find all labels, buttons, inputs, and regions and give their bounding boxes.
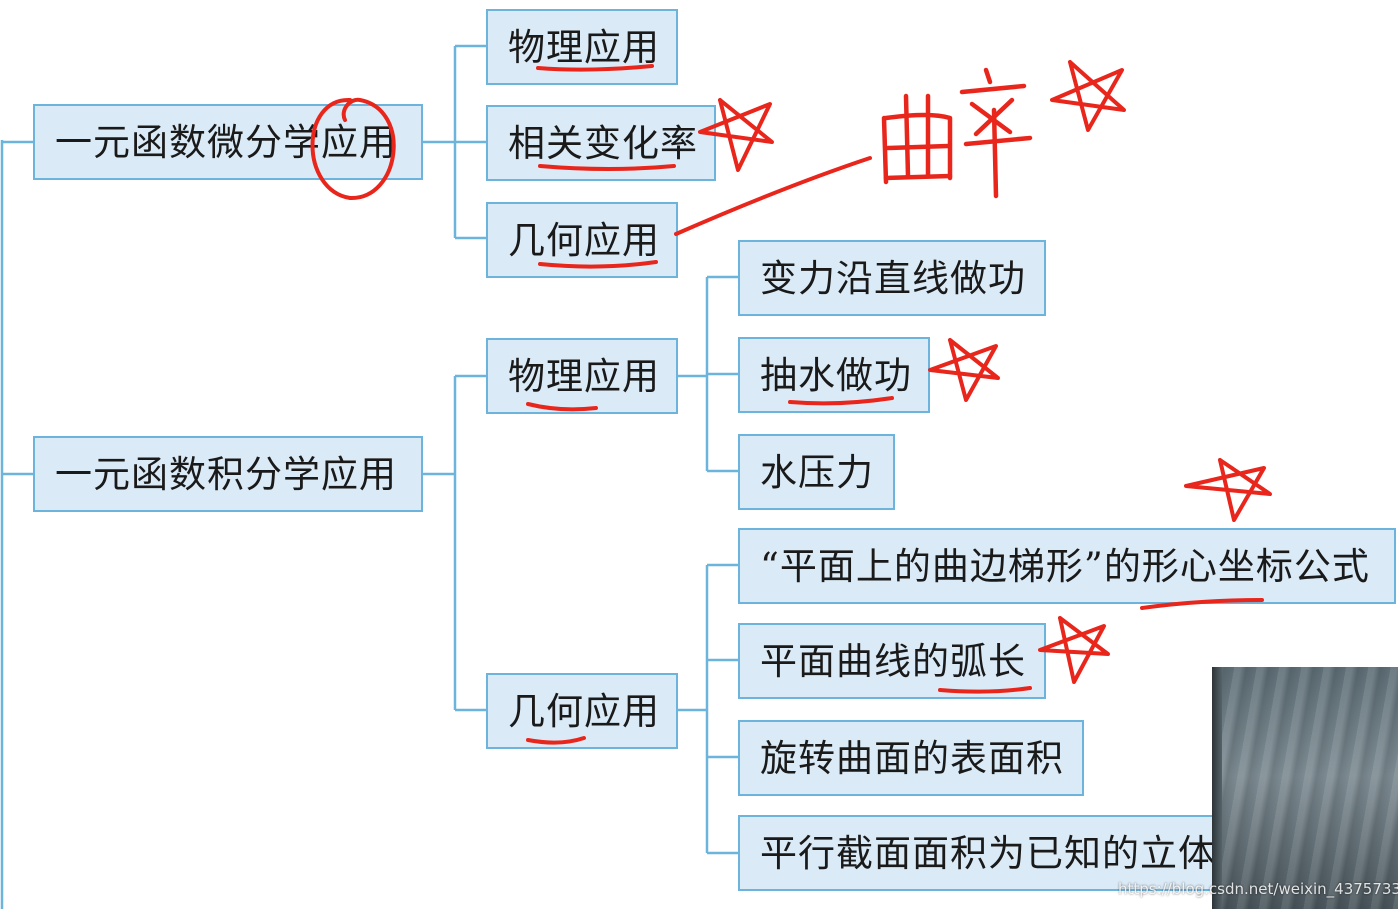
underline-mark	[538, 66, 652, 70]
star-mark	[1052, 62, 1124, 130]
star-mark	[1186, 460, 1270, 520]
handwritten-note	[884, 70, 1030, 196]
connector-stroke	[676, 158, 870, 234]
underline-mark	[540, 166, 674, 169]
underline-mark	[528, 738, 584, 743]
star-mark	[1040, 618, 1108, 682]
webcam-inset-image	[1212, 667, 1398, 909]
star-mark	[930, 340, 998, 400]
underline-mark	[540, 262, 656, 267]
underline-mark	[940, 688, 1030, 692]
circle-mark	[313, 100, 394, 198]
underline-mark	[1142, 600, 1262, 608]
underline-mark	[528, 404, 596, 409]
watermark: https://blog.csdn.net/weixin_43757333	[1118, 880, 1398, 898]
star-mark	[700, 100, 772, 170]
underline-mark	[790, 398, 892, 403]
